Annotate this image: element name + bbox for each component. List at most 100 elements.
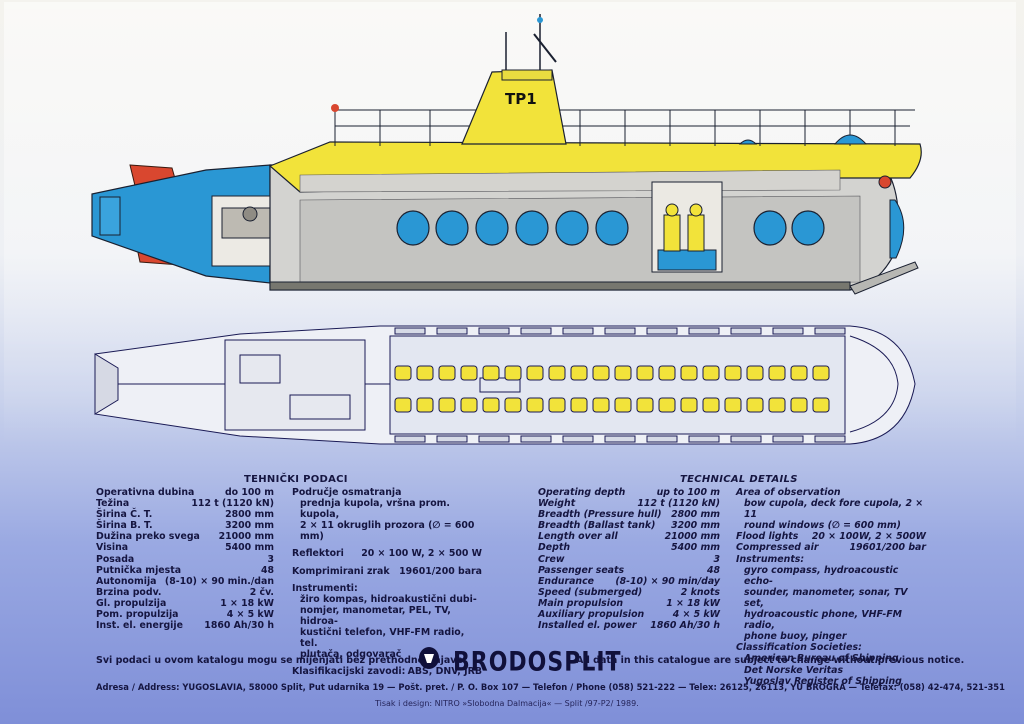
passenger-seat [636,397,654,413]
spec-value: (8-10) × 90 min./dan [164,575,274,587]
spec-row: Brzina podv.2 čv. [96,587,274,598]
spec-label: Breadth (Ballast tank) [538,520,656,532]
edge-hatch [562,327,594,335]
submarine-plan-view [94,325,916,445]
passenger-seat [526,397,544,413]
spec-value: 4 × 5 kW [226,609,274,621]
left-obs-text2: 2 × 11 okruglih prozora (∅ = 600 [300,520,475,532]
right-class-line: Yugoslav Register of Shipping [744,675,902,687]
spec-value: 1860 Ah/30 h [204,620,274,632]
right-instr-line: phone buoy, pinger [744,631,847,643]
tower-label: TP1 [505,90,537,108]
left-instr-line: plutača, odgovarač [300,649,402,661]
left-reflectors-value: 20 × 100 W, 2 × 500 W [361,548,482,560]
passenger-seat [570,365,588,381]
right-area-title: Area of observation [736,487,841,498]
passenger-seat [636,365,654,381]
spec-label: Visina [96,542,129,554]
passenger-seat [768,365,786,381]
passenger-seat [416,365,434,381]
right-extra: Area of observation bow cupola, deck for… [736,487,926,687]
spec-label: Brzina podv. [96,586,162,598]
passenger-seat [570,397,588,413]
passenger-seat [460,397,478,413]
spec-value: 3200 mm [225,520,274,532]
spec-row: Endurance (8-10) × 90 min/day [538,576,720,587]
spec-label: Širina B. T. [96,520,153,532]
passenger-seat [614,397,632,413]
passenger-seat [790,397,808,413]
spec-value: 2800 mm [225,509,274,521]
right-title: TECHNICAL DETAILS [680,474,798,485]
side-windows [396,210,825,246]
spec-row: Širina Č. T.2800 mm [96,509,274,520]
edge-hatch [688,327,720,335]
left-class-value: ABS, DNV, JRB [407,666,482,678]
passenger-seat [592,365,610,381]
spec-value: 112 t (1120 kN) [637,498,720,510]
edge-hatch [688,435,720,443]
right-instr-line: gyro compass, hydroacoustic echo- [744,564,899,587]
spec-value: 3 [267,553,274,565]
brand-wordmark: BRODOSPLIT [453,647,622,678]
address-line: Adresa / Address: YUGOSLAVIA, 58000 Spli… [96,682,1005,692]
porthole-window [515,210,549,246]
edge-hatch [436,327,468,335]
passenger-seat [438,365,456,381]
spec-label: Inst. el. energije [96,620,183,632]
right-flood-value: 20 × 100W, 2 × 500W [811,531,926,543]
spec-row: Breadth (Ballast tank)3200 mm [538,520,720,531]
edge-hatch [604,435,636,443]
passenger-seat [460,365,478,381]
left-obs-text1: prednja kupola, vršna prom. kupola, [300,498,450,521]
spec-label: Posada [96,553,135,565]
spec-label: Auxiliary propulsion [538,609,645,621]
edge-hatch [478,327,510,335]
spec-value: 48 [706,564,720,576]
edge-hatch [772,327,804,335]
passenger-seat [702,397,720,413]
spec-label: Crew [538,553,565,565]
spec-label: Dužina preko svega [96,531,200,543]
spec-row: Inst. el. energije 1860 Ah/30 h [96,620,274,631]
right-class-title: Classification Societies: [736,642,862,654]
spec-label: Operating depth [538,487,626,498]
spec-row: Posada 3 [96,554,274,565]
left-air-label: Komprimirani zrak [292,565,390,577]
passenger-seat [680,397,698,413]
passenger-seat [394,365,412,381]
spec-value: (8-10) × 90 min/day [615,575,720,587]
spec-label: Main propulsion [538,597,624,609]
spec-value: 4 × 5 kW [672,609,720,621]
spec-label: Length over all [538,531,618,543]
submarine-side-view: TP1 [91,14,922,295]
right-class-line: American Bureau of Shipping [744,653,899,665]
spec-row: Crew 3 [538,554,720,565]
spec-value: 1860 Ah/30 h [650,620,720,632]
spec-label: Installed el. power [538,620,637,632]
spec-row: Breadth (Pressure hull)2800 mm [538,509,720,520]
brodosplit-logo-icon [419,647,439,669]
left-air-value: 19601/200 bara [399,565,482,577]
spec-label: Autonomija [96,575,157,587]
passenger-seat [526,365,544,381]
edge-hatch [604,327,636,335]
spec-label: Endurance [538,575,595,587]
left-class-label: Klasifikacijski zavodi: [292,666,406,678]
edge-hatch [478,435,510,443]
spec-value: 3 [713,553,720,565]
left-title: TEHNIČKI PODACI [244,474,348,485]
right-flood-label: Flood lights [736,531,799,543]
spec-value: 2 knots [680,586,720,598]
edge-hatch [730,327,762,335]
spec-value: 5400 mm [671,542,720,554]
printer-line: Tisak i design: NITRO »Slobodna Dalmacij… [375,699,639,708]
